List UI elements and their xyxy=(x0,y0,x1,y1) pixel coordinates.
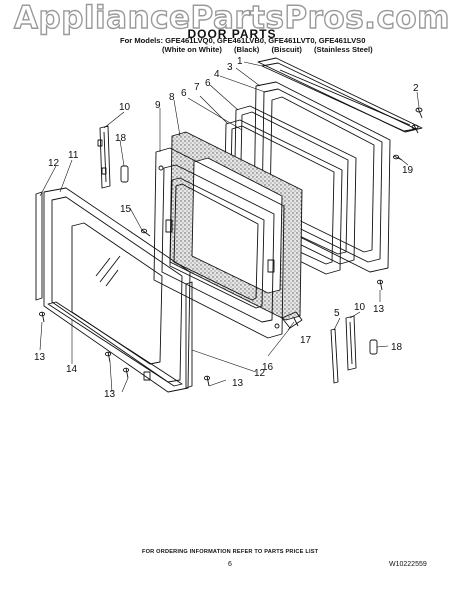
callout-8: 8 xyxy=(169,92,175,103)
callout-16: 16 xyxy=(262,362,274,373)
callout-13-right: 13 xyxy=(232,378,244,389)
variant-biscuit: (Biscuit) xyxy=(271,45,302,54)
callout-11: 11 xyxy=(68,150,79,161)
callout-6-mid: 6 xyxy=(181,88,187,99)
callout-19: 19 xyxy=(402,165,414,176)
callout-13-far-right: 13 xyxy=(373,304,385,315)
part-bracket xyxy=(281,311,303,329)
callout-9: 9 xyxy=(155,100,161,111)
part-screw-2 xyxy=(411,107,423,134)
callout-6-top: 6 xyxy=(205,78,211,89)
callout-3: 3 xyxy=(227,62,233,73)
page-number: 6 xyxy=(228,561,232,568)
watermark: AppliancePartsPros.com xyxy=(13,0,450,37)
callout-13-bottom: 13 xyxy=(104,389,116,400)
callout-1: 1 xyxy=(237,56,243,67)
callout-13-left: 13 xyxy=(34,352,46,363)
callout-5: 5 xyxy=(334,308,340,319)
part-outer-door-glass xyxy=(43,187,191,393)
callout-18-bottom: 18 xyxy=(391,342,403,353)
callout-10-top: 10 xyxy=(119,102,131,113)
variant-black: (Black) xyxy=(234,45,260,54)
part-hinge-left xyxy=(97,125,129,189)
callout-18-top: 18 xyxy=(115,133,127,144)
callout-12-left: 12 xyxy=(48,158,60,169)
callout-numbers: 1 2 3 4 5 6 6 7 8 9 10 10 11 12 12 13 13… xyxy=(34,56,419,400)
variant-stainless: (Stainless Steel) xyxy=(313,45,373,54)
callout-12-right: 12 xyxy=(254,368,266,379)
model-list: For Models: GFE461LVQ0, GFE461LVB0, GFE4… xyxy=(120,36,366,45)
document-number: W10222559 xyxy=(389,561,427,568)
callout-7: 7 xyxy=(194,82,200,93)
part-inner-liner xyxy=(153,147,285,339)
part-side-trim-right xyxy=(185,281,193,389)
page-title: DOOR PARTS xyxy=(187,27,277,41)
part-bottom-trim xyxy=(47,301,183,387)
callout-15: 15 xyxy=(120,204,132,215)
part-side-trim-left xyxy=(35,191,43,301)
part-screws-13 xyxy=(38,279,384,387)
color-variants: (White on White) (Black) (Biscuit) (Stai… xyxy=(162,45,383,54)
callout-2: 2 xyxy=(413,83,419,94)
callout-14: 14 xyxy=(66,364,78,375)
part-screw-15 xyxy=(140,228,151,237)
part-hinge-right xyxy=(330,315,378,384)
callout-4: 4 xyxy=(214,69,220,80)
variant-white: (White on White) xyxy=(162,45,222,54)
ordering-note: FOR ORDERING INFORMATION REFER TO PARTS … xyxy=(142,549,319,555)
leader-lines xyxy=(39,61,420,393)
callout-17: 17 xyxy=(300,335,312,346)
callout-10-bottom: 10 xyxy=(354,302,366,313)
